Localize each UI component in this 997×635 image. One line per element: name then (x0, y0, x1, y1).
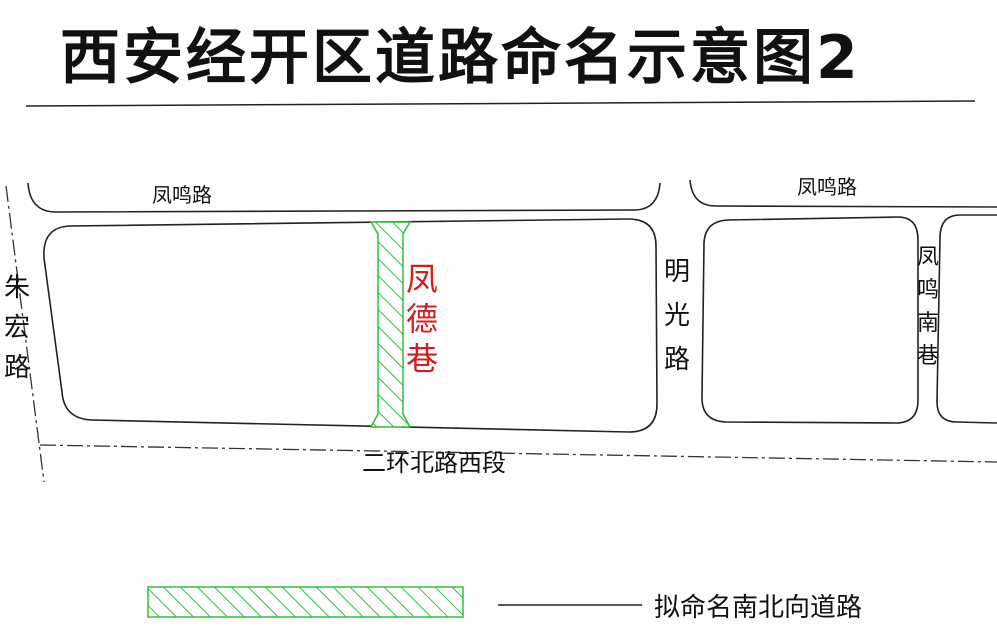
vertical-char: 路 (4, 353, 30, 383)
svg-text:凤鸣南巷: 凤鸣南巷 (917, 245, 939, 369)
zhuhong-road-label: 朱宏路 (4, 273, 30, 383)
fengde-lane-hatched-road (369, 221, 412, 428)
fengming-road-north-edge-right (689, 179, 997, 208)
svg-text:凤德巷: 凤德巷 (406, 260, 438, 378)
page-title: 西安经开区道路命名示意图2 (60, 23, 861, 93)
vertical-char: 宏 (4, 313, 30, 343)
vertical-char: 朱 (4, 273, 30, 303)
fengde-lane-label: 凤德巷 (406, 260, 438, 378)
vertical-char: 巷 (406, 340, 438, 378)
block-east (701, 216, 919, 424)
legend-label: 拟命名南北向道路 (654, 593, 862, 623)
title-underline (25, 100, 976, 107)
mingguang-road-label: 明光路 (664, 257, 690, 375)
block-far-east (936, 214, 997, 424)
erhuan-road-centerline (39, 444, 997, 463)
fengming-nanxiang-label: 凤鸣南巷 (917, 245, 939, 369)
erhuan-road-label: 二环北路西段 (362, 449, 506, 477)
fengming-road-label-left: 凤鸣路 (152, 183, 212, 207)
fengming-road-label-right: 凤鸣路 (797, 175, 857, 199)
fengming-road-north-edge-left (27, 182, 661, 213)
vertical-char: 凤 (406, 260, 438, 298)
vertical-char: 巷 (917, 344, 939, 369)
zhuhong-road-centerline (5, 185, 45, 483)
vertical-char: 鸣 (917, 278, 939, 303)
legend-hatch-swatch (147, 586, 464, 618)
vertical-char: 凤 (917, 245, 939, 270)
vertical-char: 南 (917, 311, 939, 336)
vertical-char: 德 (406, 300, 438, 338)
block-west (43, 218, 658, 433)
svg-text:明光路: 明光路 (664, 257, 690, 375)
vertical-char: 明 (664, 257, 690, 287)
vertical-char: 路 (664, 345, 690, 375)
vertical-char: 光 (664, 301, 690, 331)
